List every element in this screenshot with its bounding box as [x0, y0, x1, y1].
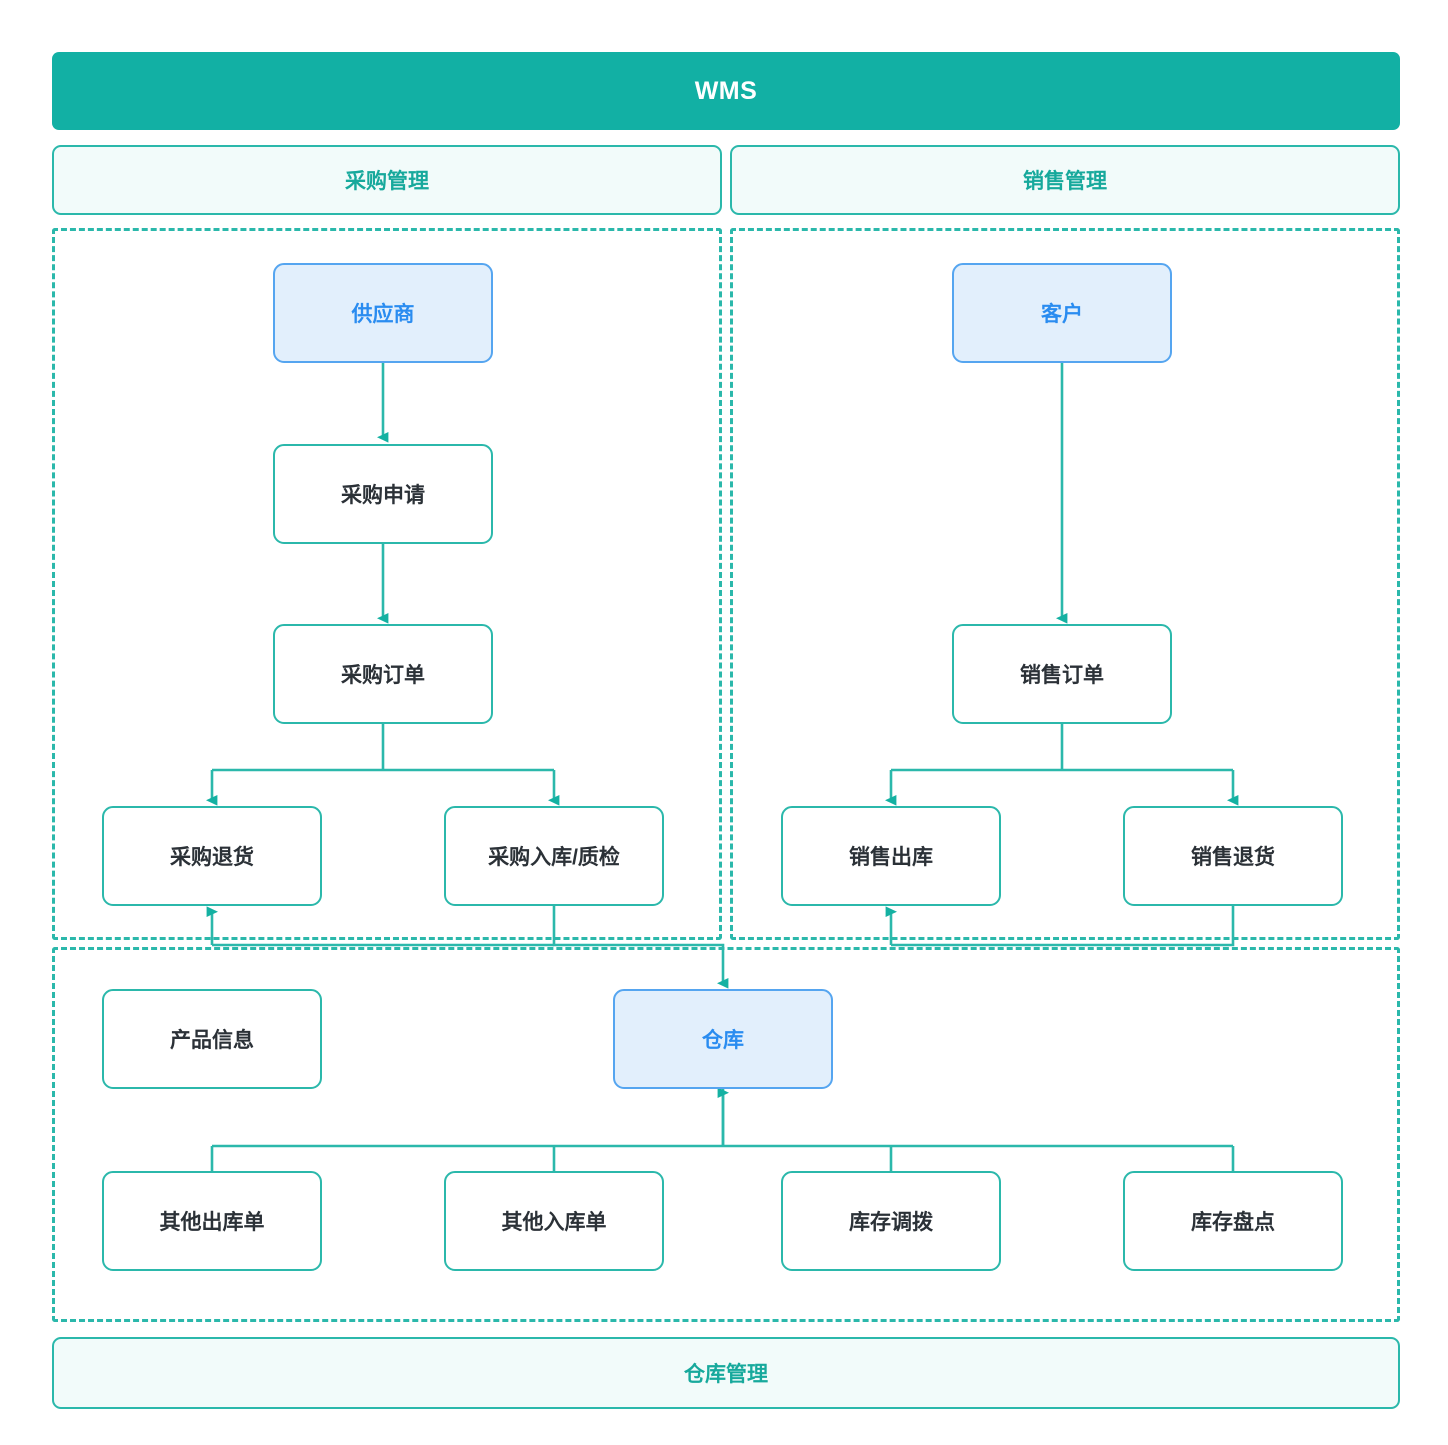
node-purchase-order-label: 采购订单 — [341, 664, 425, 687]
node-purchase-return[interactable]: 采购退货 — [102, 806, 322, 906]
node-warehouse-label: 仓库 — [702, 1029, 744, 1052]
wms-title-text: WMS — [694, 76, 758, 105]
node-purchase-order[interactable]: 采购订单 — [273, 624, 493, 724]
node-sales-order-label: 销售订单 — [1020, 664, 1104, 687]
node-sales-return-label: 销售退货 — [1191, 846, 1275, 869]
node-purchase-request-label: 采购申请 — [341, 484, 425, 507]
node-sales-outbound-label: 销售出库 — [849, 846, 933, 869]
region-sales-management — [730, 228, 1400, 940]
node-purchase-request[interactable]: 采购申请 — [273, 444, 493, 544]
node-warehouse[interactable]: 仓库 — [613, 989, 833, 1089]
node-product-info-label: 产品信息 — [170, 1029, 254, 1052]
node-purchase-inbound-qc-label: 采购入库/质检 — [488, 846, 620, 869]
node-product-info[interactable]: 产品信息 — [102, 989, 322, 1089]
node-other-inbound[interactable]: 其他入库单 — [444, 1171, 664, 1271]
node-stock-count[interactable]: 库存盘点 — [1123, 1171, 1343, 1271]
node-supplier-label: 供应商 — [351, 303, 415, 326]
section-footer-warehouse: 仓库管理 — [52, 1337, 1400, 1409]
section-header-sales: 销售管理 — [730, 145, 1400, 215]
node-sales-outbound[interactable]: 销售出库 — [781, 806, 1001, 906]
wms-title-banner: WMS — [52, 52, 1400, 130]
node-customer[interactable]: 客户 — [952, 263, 1172, 363]
section-footer-warehouse-label: 仓库管理 — [684, 1363, 768, 1386]
node-other-outbound-label: 其他出库单 — [159, 1211, 265, 1234]
node-stock-count-label: 库存盘点 — [1191, 1211, 1275, 1234]
node-other-inbound-label: 其他入库单 — [501, 1211, 607, 1234]
node-other-outbound[interactable]: 其他出库单 — [102, 1171, 322, 1271]
node-supplier[interactable]: 供应商 — [273, 263, 493, 363]
node-purchase-return-label: 采购退货 — [170, 846, 254, 869]
node-stock-transfer[interactable]: 库存调拨 — [781, 1171, 1001, 1271]
node-stock-transfer-label: 库存调拨 — [849, 1211, 933, 1234]
region-warehouse-management — [52, 947, 1400, 1322]
section-header-purchase-label: 采购管理 — [345, 170, 429, 193]
node-sales-return[interactable]: 销售退货 — [1123, 806, 1343, 906]
node-sales-order[interactable]: 销售订单 — [952, 624, 1172, 724]
section-header-purchase: 采购管理 — [52, 145, 722, 215]
section-header-sales-label: 销售管理 — [1023, 170, 1107, 193]
region-purchase-management — [52, 228, 722, 940]
node-customer-label: 客户 — [1041, 303, 1083, 326]
node-purchase-inbound-qc[interactable]: 采购入库/质检 — [444, 806, 664, 906]
